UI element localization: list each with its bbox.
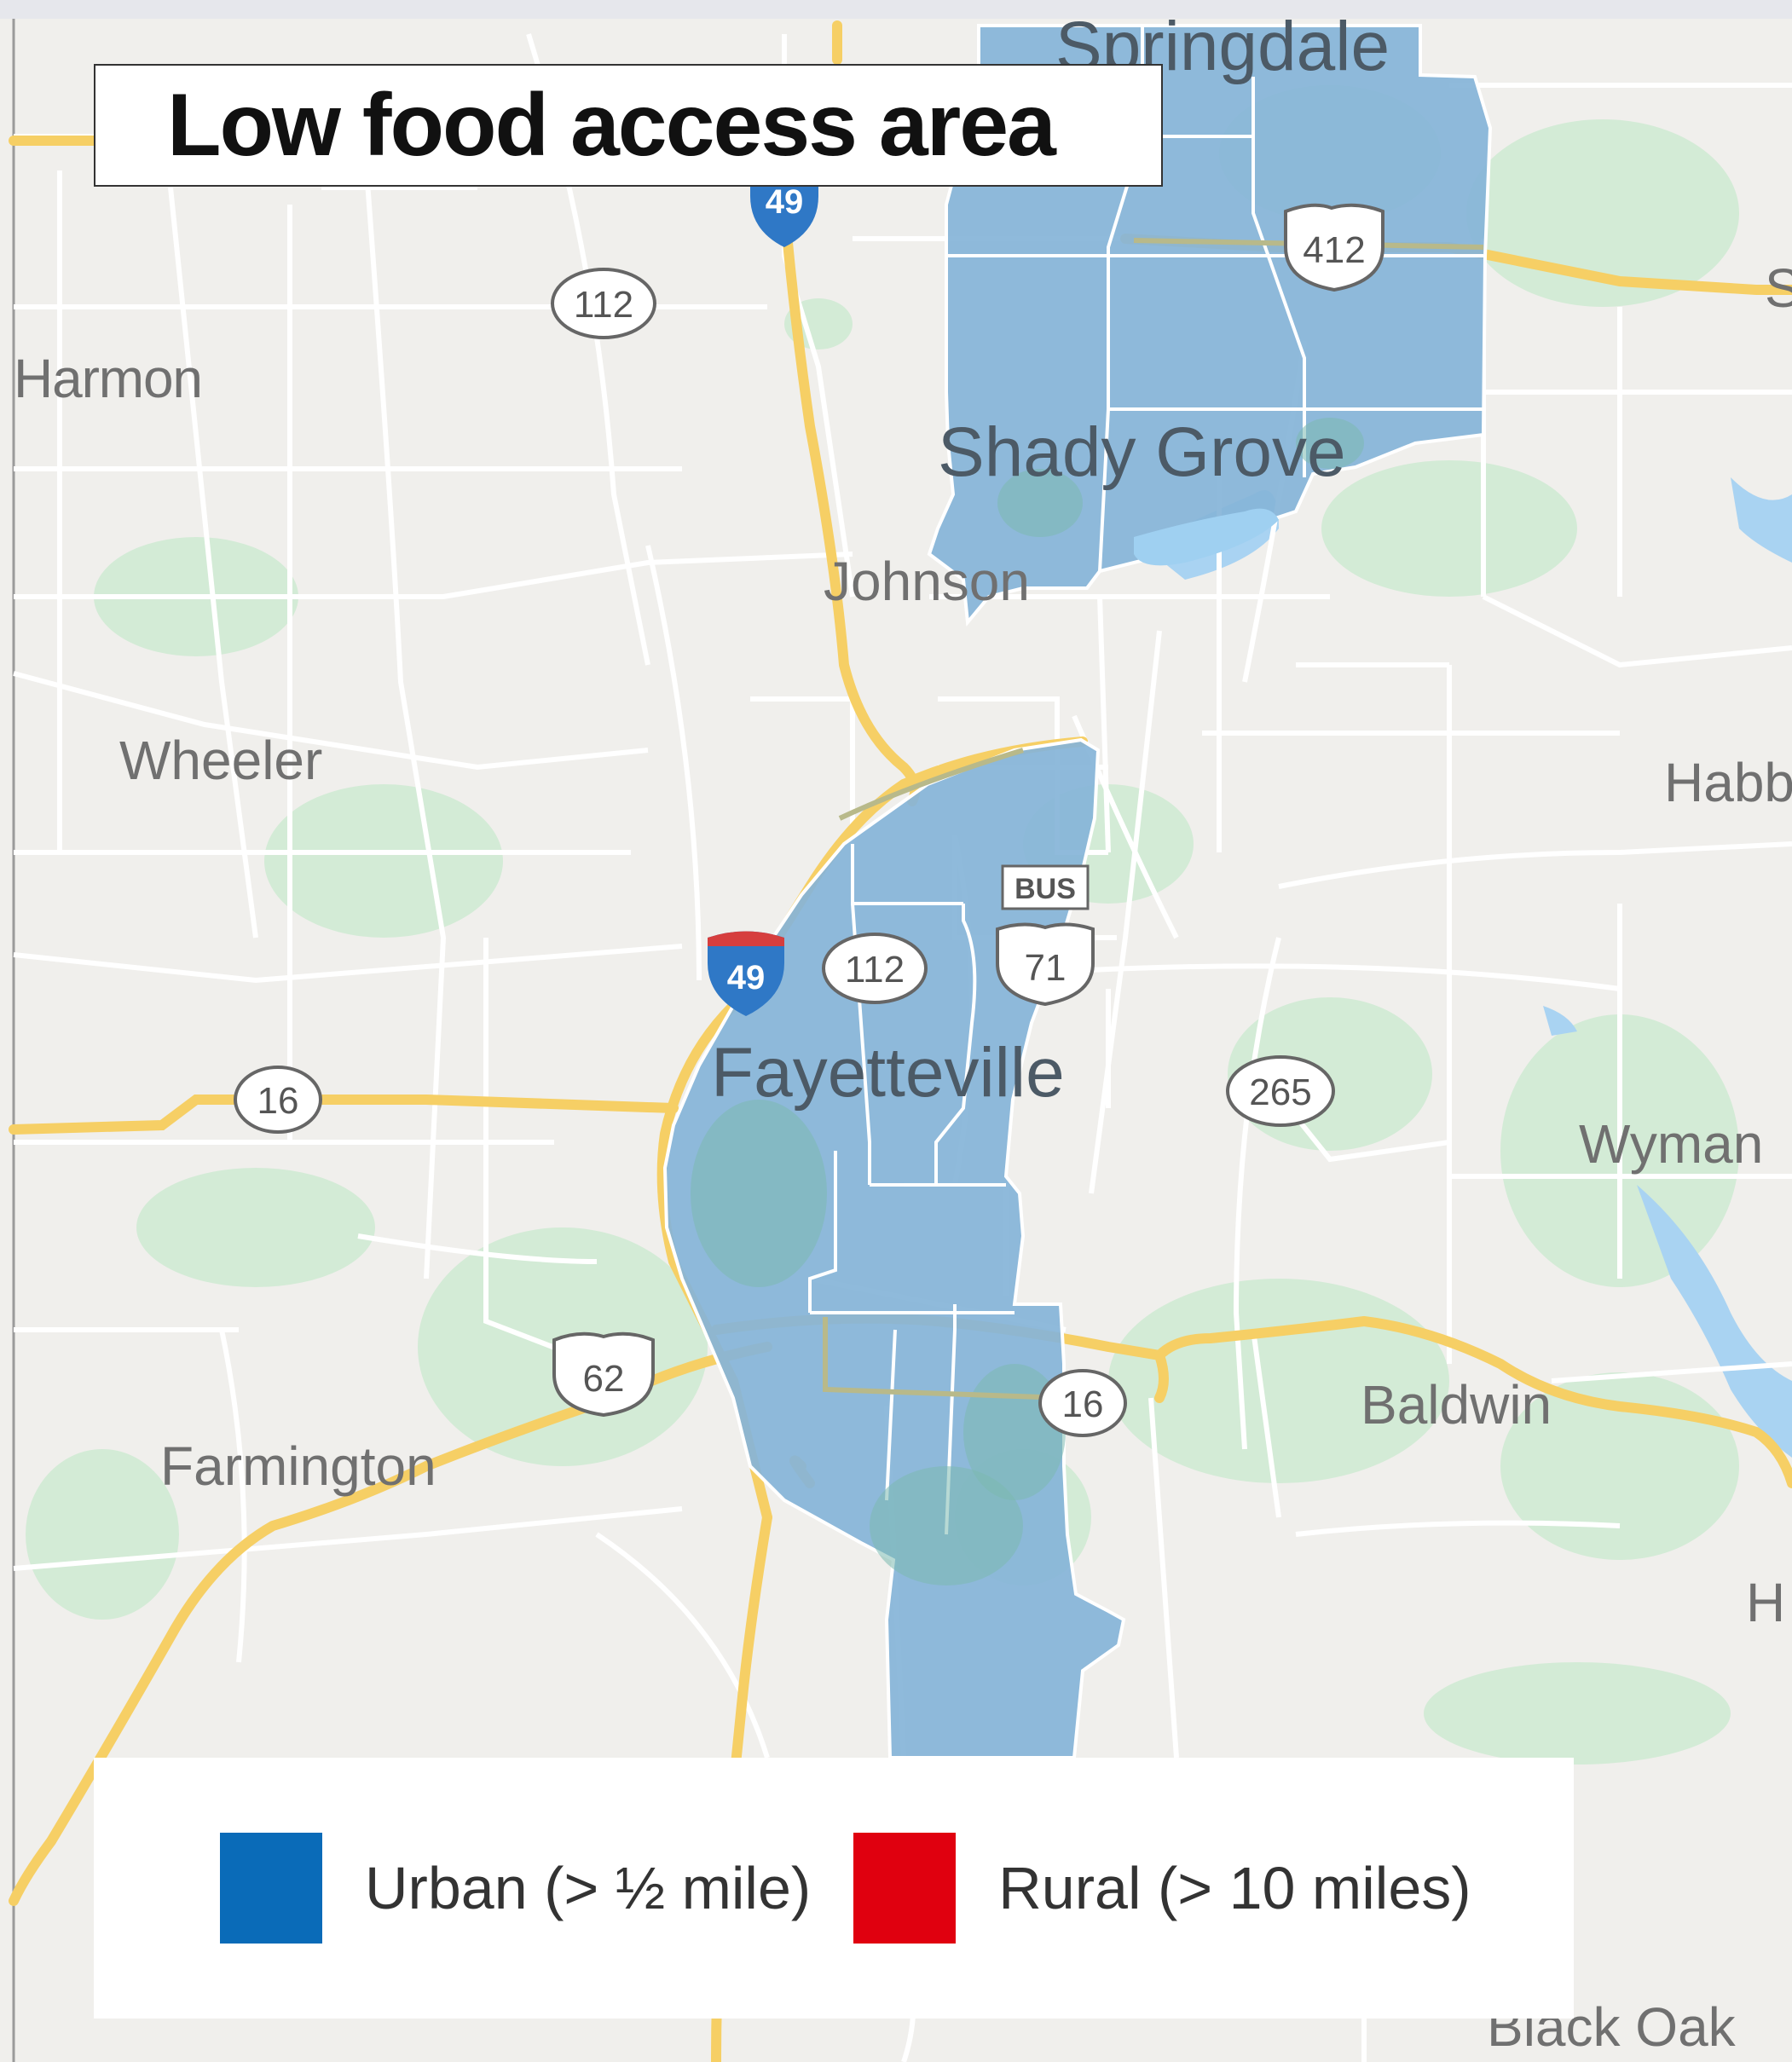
park-in-regions (691, 418, 1364, 1585)
ar112-north-shield: 112 (551, 268, 656, 339)
svg-text:16: 16 (257, 1080, 299, 1122)
place-labels: Springdale Harmon Shady Grove Johnson Wh… (14, 8, 1792, 2058)
legend-swatch-urban (220, 1833, 322, 1944)
window-top-strip (0, 0, 1792, 19)
svg-text:16: 16 (1062, 1383, 1104, 1425)
bus-plate: BUS (1001, 864, 1090, 910)
svg-text:62: 62 (583, 1358, 625, 1400)
legend-item-urban: Urban (> ½ mile) (220, 1833, 811, 1944)
legend-swatch-rural (853, 1833, 957, 1944)
label-wheeler: Wheeler (119, 730, 322, 791)
road-ar16-west (9, 1095, 679, 1135)
svg-text:BUS: BUS (1015, 873, 1076, 905)
label-wyman: Wyman (1579, 1113, 1763, 1175)
label-johnson: Johnson (824, 551, 1030, 612)
legend-label-rural: Rural (> 10 miles) (998, 1855, 1471, 1921)
legend: Urban (> ½ mile) Rural (> 10 miles) (94, 1758, 1574, 2019)
tract-boundaries (808, 26, 1483, 1535)
svg-text:71: 71 (1025, 947, 1067, 989)
label-shady-grove: Shady Grove (938, 413, 1346, 491)
legend-label-urban: Urban (> ½ mile) (365, 1855, 812, 1921)
ar112-south-shield: 112 (822, 933, 928, 1004)
ar16-west-shield: 16 (234, 1066, 322, 1134)
legend-item-rural: Rural (> 10 miles) (853, 1833, 1471, 1944)
us62-shield: 62 (552, 1331, 655, 1418)
label-baldwin: Baldwin (1361, 1374, 1552, 1435)
shady-grove-lake (1134, 508, 1279, 566)
ar16-east-shield: 16 (1038, 1369, 1127, 1437)
label-habberton: Habb (1664, 752, 1792, 813)
label-edge-s: S (1765, 257, 1792, 319)
svg-text:265: 265 (1249, 1071, 1311, 1113)
label-farmington: Farmington (160, 1435, 436, 1497)
i49-south-shield: 49 (708, 931, 784, 1016)
road-ar16-east-b (1154, 1315, 1792, 1488)
us412-shield: 412 (1284, 203, 1384, 292)
minor-roads (13, 33, 1792, 2062)
svg-text:49: 49 (727, 959, 766, 996)
road-i49-north (779, 199, 921, 806)
svg-text:412: 412 (1303, 229, 1365, 271)
i49-north-shield: 49 (750, 176, 818, 247)
map-title: Low food access area (167, 75, 1056, 175)
ar265-shield: 265 (1226, 1055, 1335, 1127)
svg-text:112: 112 (574, 284, 633, 326)
svg-text:49: 49 (766, 183, 804, 221)
us71-shield: 71 (996, 922, 1095, 1007)
map-title-box: Low food access area (94, 64, 1163, 187)
label-harmon: Harmon (14, 348, 203, 409)
label-edge-h: H (1746, 1572, 1785, 1633)
svg-text:112: 112 (845, 949, 905, 991)
label-fayetteville: Fayetteville (711, 1034, 1065, 1112)
